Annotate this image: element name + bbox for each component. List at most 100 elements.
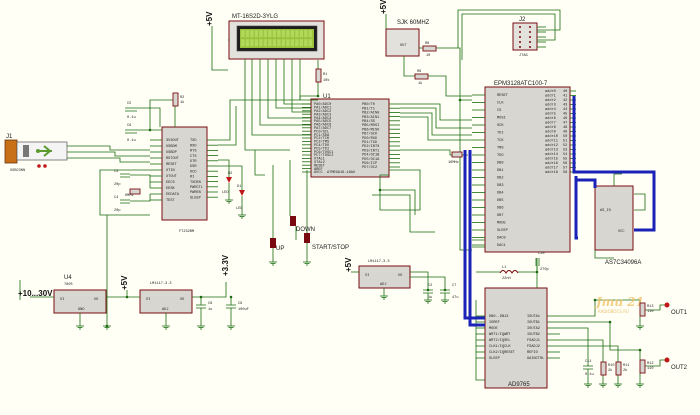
svg-text:addr7: addr7 — [545, 121, 556, 126]
svg-text:PB2/AIN0: PB2/AIN0 — [362, 111, 379, 116]
svg-text:R2: R2 — [180, 96, 184, 100]
svg-text:IOUTA2: IOUTA2 — [527, 327, 540, 331]
svg-text:RXD: RXD — [190, 144, 196, 148]
capacitor-c7: C7 47u — [440, 284, 458, 300]
svg-text:45: 45 — [563, 113, 567, 117]
svg-text:RESET: RESET — [314, 164, 326, 168]
svg-text:54: 54 — [563, 153, 567, 157]
svg-text:VI: VI — [146, 298, 150, 302]
svg-text:R1: R1 — [323, 73, 327, 77]
svg-text:PA6/ADC6: PA6/ADC6 — [314, 123, 331, 128]
svg-text:VI: VI — [60, 298, 64, 302]
crystal-label: SJK 60MHZ — [397, 20, 430, 26]
svg-text:PB1/T1: PB1/T1 — [362, 106, 375, 111]
output-1: OUT1 — [664, 302, 688, 316]
mcu-part-label: ATMEGA16-16AU — [327, 171, 355, 175]
svg-text:PD0/RXD: PD0/RXD — [362, 136, 377, 141]
svg-text:58: 58 — [563, 171, 567, 175]
svg-text:PA3/ADC3: PA3/ADC3 — [314, 112, 331, 117]
svg-text:C7: C7 — [452, 284, 456, 288]
svg-text:DB3: DB3 — [497, 184, 503, 188]
svg-text:PC4/TDO: PC4/TDO — [314, 143, 329, 148]
dds-part-label: AD9765 — [508, 382, 530, 388]
jtag-label: J2 — [519, 17, 526, 23]
svg-text:XTIN: XTIN — [166, 169, 175, 173]
svg-text:addr10: addr10 — [545, 134, 558, 139]
svg-text:0.1u: 0.1u — [127, 139, 136, 143]
out2-label: OUT2 — [671, 365, 688, 371]
svg-text:PC1/SDA: PC1/SDA — [314, 133, 330, 138]
cpld-label: EPM3128ATC100-7 — [494, 81, 548, 87]
svg-text:47u: 47u — [452, 296, 458, 300]
svg-text:EESK: EESK — [166, 187, 175, 191]
u4-label: U4 — [64, 275, 72, 281]
button-start-label: START/STOP — [312, 245, 349, 251]
svg-text:PB3/AIN1: PB3/AIN1 — [362, 115, 379, 120]
inductor-l1: L1 22nH — [499, 266, 519, 281]
svg-text:PA0/ADC0: PA0/ADC0 — [314, 102, 331, 107]
svg-text:GAINCTRL: GAINCTRL — [527, 357, 544, 361]
svg-text:110: 110 — [647, 310, 653, 314]
svg-text:22nH: 22nH — [502, 277, 511, 281]
svg-text:R11: R11 — [623, 364, 629, 368]
svg-text:addr15: addr15 — [545, 157, 558, 162]
svg-text:DB6: DB6 — [497, 207, 503, 211]
svg-text:DB7: DB7 — [497, 214, 503, 218]
svg-text:C6: C6 — [127, 124, 131, 128]
svg-text:DCD: DCD — [190, 170, 196, 174]
svg-text:RI: RI — [190, 176, 194, 180]
svg-text:RESET: RESET — [497, 94, 509, 98]
svg-text:44: 44 — [563, 108, 567, 112]
svg-text:DB0..DB13: DB0..DB13 — [489, 315, 508, 319]
svg-text:1k: 1k — [180, 100, 184, 105]
svg-text:WRT2/IQSEL: WRT2/IQSEL — [489, 338, 511, 343]
svg-text:100uF: 100uF — [238, 308, 249, 312]
ftdi-part-label: FT232BM — [179, 230, 194, 234]
svg-text:50: 50 — [563, 135, 567, 139]
svg-text:addr0: addr0 — [545, 89, 556, 94]
svg-text:DB1: DB1 — [497, 169, 503, 173]
svg-text:VI: VI — [365, 274, 369, 278]
button-down: DOWN — [290, 216, 315, 233]
j1-label: J1 — [6, 134, 13, 140]
svg-text:C2: C2 — [428, 284, 432, 288]
svg-text:GND: GND — [78, 308, 84, 312]
svg-text:43: 43 — [563, 104, 567, 108]
svg-text:PD4/OC1B: PD4/OC1B — [362, 153, 380, 158]
svg-text:56: 56 — [563, 162, 567, 166]
svg-text:addr16: addr16 — [545, 161, 558, 166]
svg-text:52: 52 — [563, 144, 567, 148]
jtag-connector: J2 JTAG — [512, 17, 546, 58]
svg-text:PA7/ADC7: PA7/ADC7 — [314, 126, 331, 131]
watermark: Jmu 21 RADIOBOCS.RU — [594, 295, 644, 314]
svg-text:addr11: addr11 — [545, 139, 558, 144]
svg-text:L1: L1 — [502, 266, 506, 270]
svg-text:TXDEN: TXDEN — [190, 181, 201, 185]
svg-text:TXD: TXD — [190, 139, 196, 143]
svg-text:42: 42 — [563, 99, 567, 103]
svg-text:PA1/ADC1: PA1/ADC1 — [314, 106, 331, 111]
svg-text:VO: VO — [94, 298, 98, 302]
svg-text:C11: C11 — [585, 360, 591, 364]
svg-text:IOREF: IOREF — [489, 321, 500, 325]
capacitor-c6: C6 0.1u — [125, 124, 137, 143]
svg-text:51: 51 — [563, 140, 567, 144]
svg-text:EEDATA: EEDATA — [166, 193, 180, 197]
svg-text:MODE: MODE — [497, 222, 506, 226]
mcu-label: U1 — [323, 94, 331, 100]
reg2-label: LM1117-3.3 — [368, 260, 390, 264]
svg-text:ADJ: ADJ — [380, 283, 386, 287]
svg-text:CTS: CTS — [190, 155, 196, 159]
svg-text:PWRCTL: PWRCTL — [190, 186, 203, 190]
power-5v-reg2: +5V — [344, 257, 353, 272]
